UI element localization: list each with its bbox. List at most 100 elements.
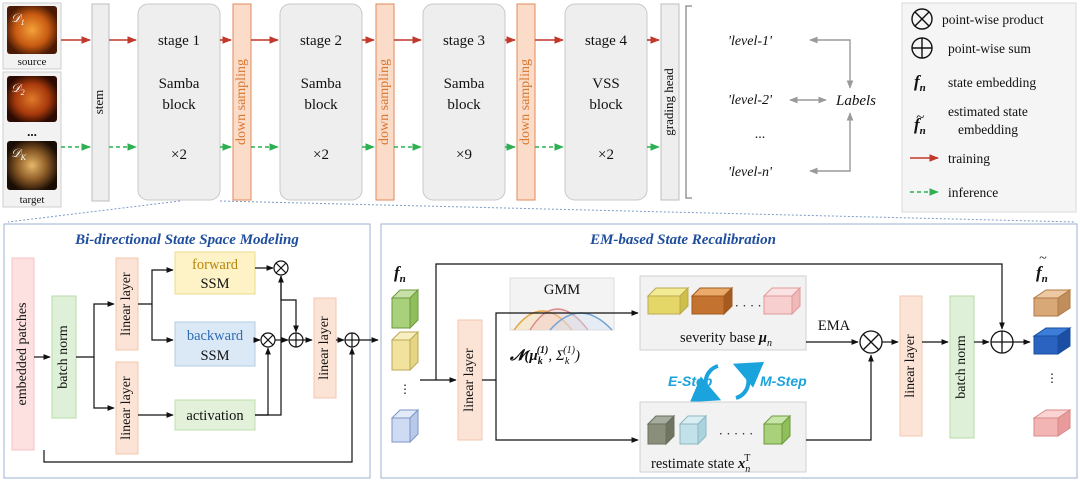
product-icon [911,8,933,30]
stage-2-line1: Samba [301,76,342,92]
bssm-sum-mid-icon [288,332,304,348]
stage-3-title: stage 3 [443,33,485,49]
stage-1-line1: Samba [159,76,200,92]
legend-estimated-line2: embedding [958,122,1018,137]
down-sampling-2-box [375,3,395,201]
label-arrows [789,36,854,175]
stage-2-line2: block [304,97,338,113]
embedding-cube [390,288,420,330]
backward-ssm-line1: backward [187,328,244,344]
severity-cube [690,286,734,316]
level-2-label: 'level-2' [728,93,773,108]
level-n-label: 'level-n' [728,165,773,180]
em-batch-norm-label: batch norm [954,335,969,398]
legend-training: training [948,151,990,166]
output-dots: ⋮ [1046,371,1058,385]
stage-1-box [137,3,221,201]
severity-dots: · · · · · [735,298,770,313]
backward-ssm-line2: SSM [200,348,229,364]
embedded-patches-label: embedded patches [15,302,30,405]
down-sampling-3-box [516,3,536,201]
gmm-label: GMM [544,282,580,298]
backward-ssm-block [174,321,256,367]
em-linear-out-label: linear layer [903,334,918,398]
grading-head-label: grading head [661,68,676,136]
em-fn-label: fn [394,263,406,285]
stage-4-mult: ×2 [598,147,614,163]
stage-3: stage 3 Samba block ×9 [422,3,506,201]
restimate-label: restimate state xnT [651,453,750,475]
labels-node: Labels [835,93,876,109]
down-sampling-3: down sampling [516,3,536,201]
bssm-batch-norm-label: batch norm [56,325,71,388]
severity-cube [646,286,690,316]
restimate-cube [646,414,676,446]
d2-label: 𝒟2 [11,81,25,97]
stem-block [91,3,110,202]
stage-3-mult: ×9 [456,147,472,163]
em-linear-in-block [457,319,483,441]
stage-4-box [564,3,648,201]
legend-estimated-line1: estimated state [948,104,1028,119]
legend-state-embedding: state embedding [948,75,1036,90]
embedding-cube [390,330,420,372]
bssm-linear-bottom-label: linear layer [119,376,134,440]
level-1-label: 'level-1' [728,34,773,49]
stage-2-title: stage 2 [300,33,342,49]
bssm-product-bottom-icon [260,332,276,348]
bssm-panel: Bi-directional State Space Modeling embe… [3,223,379,479]
stage-4-line2: block [589,97,623,113]
zoom-line-left [7,200,181,223]
em-product-icon [859,330,883,354]
activation-label: activation [186,408,244,424]
legend: point-wise product point-wise sum fn sta… [901,2,1077,213]
source-caption: source [18,56,47,68]
stage-3-line2: block [447,97,481,113]
down-sampling-1-label: down sampling [234,59,249,145]
images-ellipsis: ... [27,124,37,139]
stage-2: stage 2 Samba block ×2 [279,3,363,201]
normal-distribution: 𝓝(μk(1), Σk(1)) [509,345,580,367]
restimate-cubes: · · · · · [646,414,792,446]
bssm-sum-out-icon [344,332,360,348]
stage-1: stage 1 Samba block ×2 [137,3,221,201]
fundus-image-2 [7,76,57,122]
em-ftilde-label: fn [1036,263,1048,285]
bssm-linear-bottom-block [115,361,139,455]
embedding-cube [390,408,420,444]
stage-4-line1: VSS [592,76,620,92]
legend-product: point-wise product [942,12,1044,27]
grading-head-block [660,3,680,201]
stage-2-mult: ×2 [313,147,329,163]
stage-3-line1: Samba [444,76,485,92]
bssm-product-top-icon [273,260,289,276]
bssm-title: Bi-directional State Space Modeling [74,232,299,248]
stage-1-mult: ×2 [171,147,187,163]
down-sampling-2: down sampling [375,3,395,201]
severity-cube [762,286,802,316]
legend-ftilde-symbol: fn [914,115,926,137]
stage-2-box [279,3,363,201]
stage-1-title: stage 1 [158,33,200,49]
em-arrows [420,263,1031,443]
em-panel: EM-based State Recalibration fn ⋮ [380,223,1078,479]
bssm-batch-norm-block [51,295,77,419]
zoom-line-right [219,200,1077,223]
m-step-label: M-Step [760,373,807,389]
bssm-linear-out-block [313,297,337,399]
sum-icon [911,37,933,59]
severity-cubes: · · · · · [646,286,802,316]
severity-base-label: severity base μn [680,330,772,349]
embedding-dots: ⋮ [399,382,411,396]
output-embeddings: ⋮ [1032,289,1072,437]
top-pipeline: 𝒟1 source 𝒟2 ... 𝒟K target stem stage 1 … [2,2,876,208]
output-cube [1032,327,1072,355]
bssm-arrows [34,265,379,463]
gmm-curves [513,308,613,331]
restimate-cube [762,414,792,446]
legend-inference: inference [948,185,998,200]
legend-f-symbol: fn [914,72,926,94]
input-embeddings: ⋮ [390,288,420,444]
em-title: EM-based State Recalibration [589,232,776,248]
output-cube [1032,289,1072,317]
